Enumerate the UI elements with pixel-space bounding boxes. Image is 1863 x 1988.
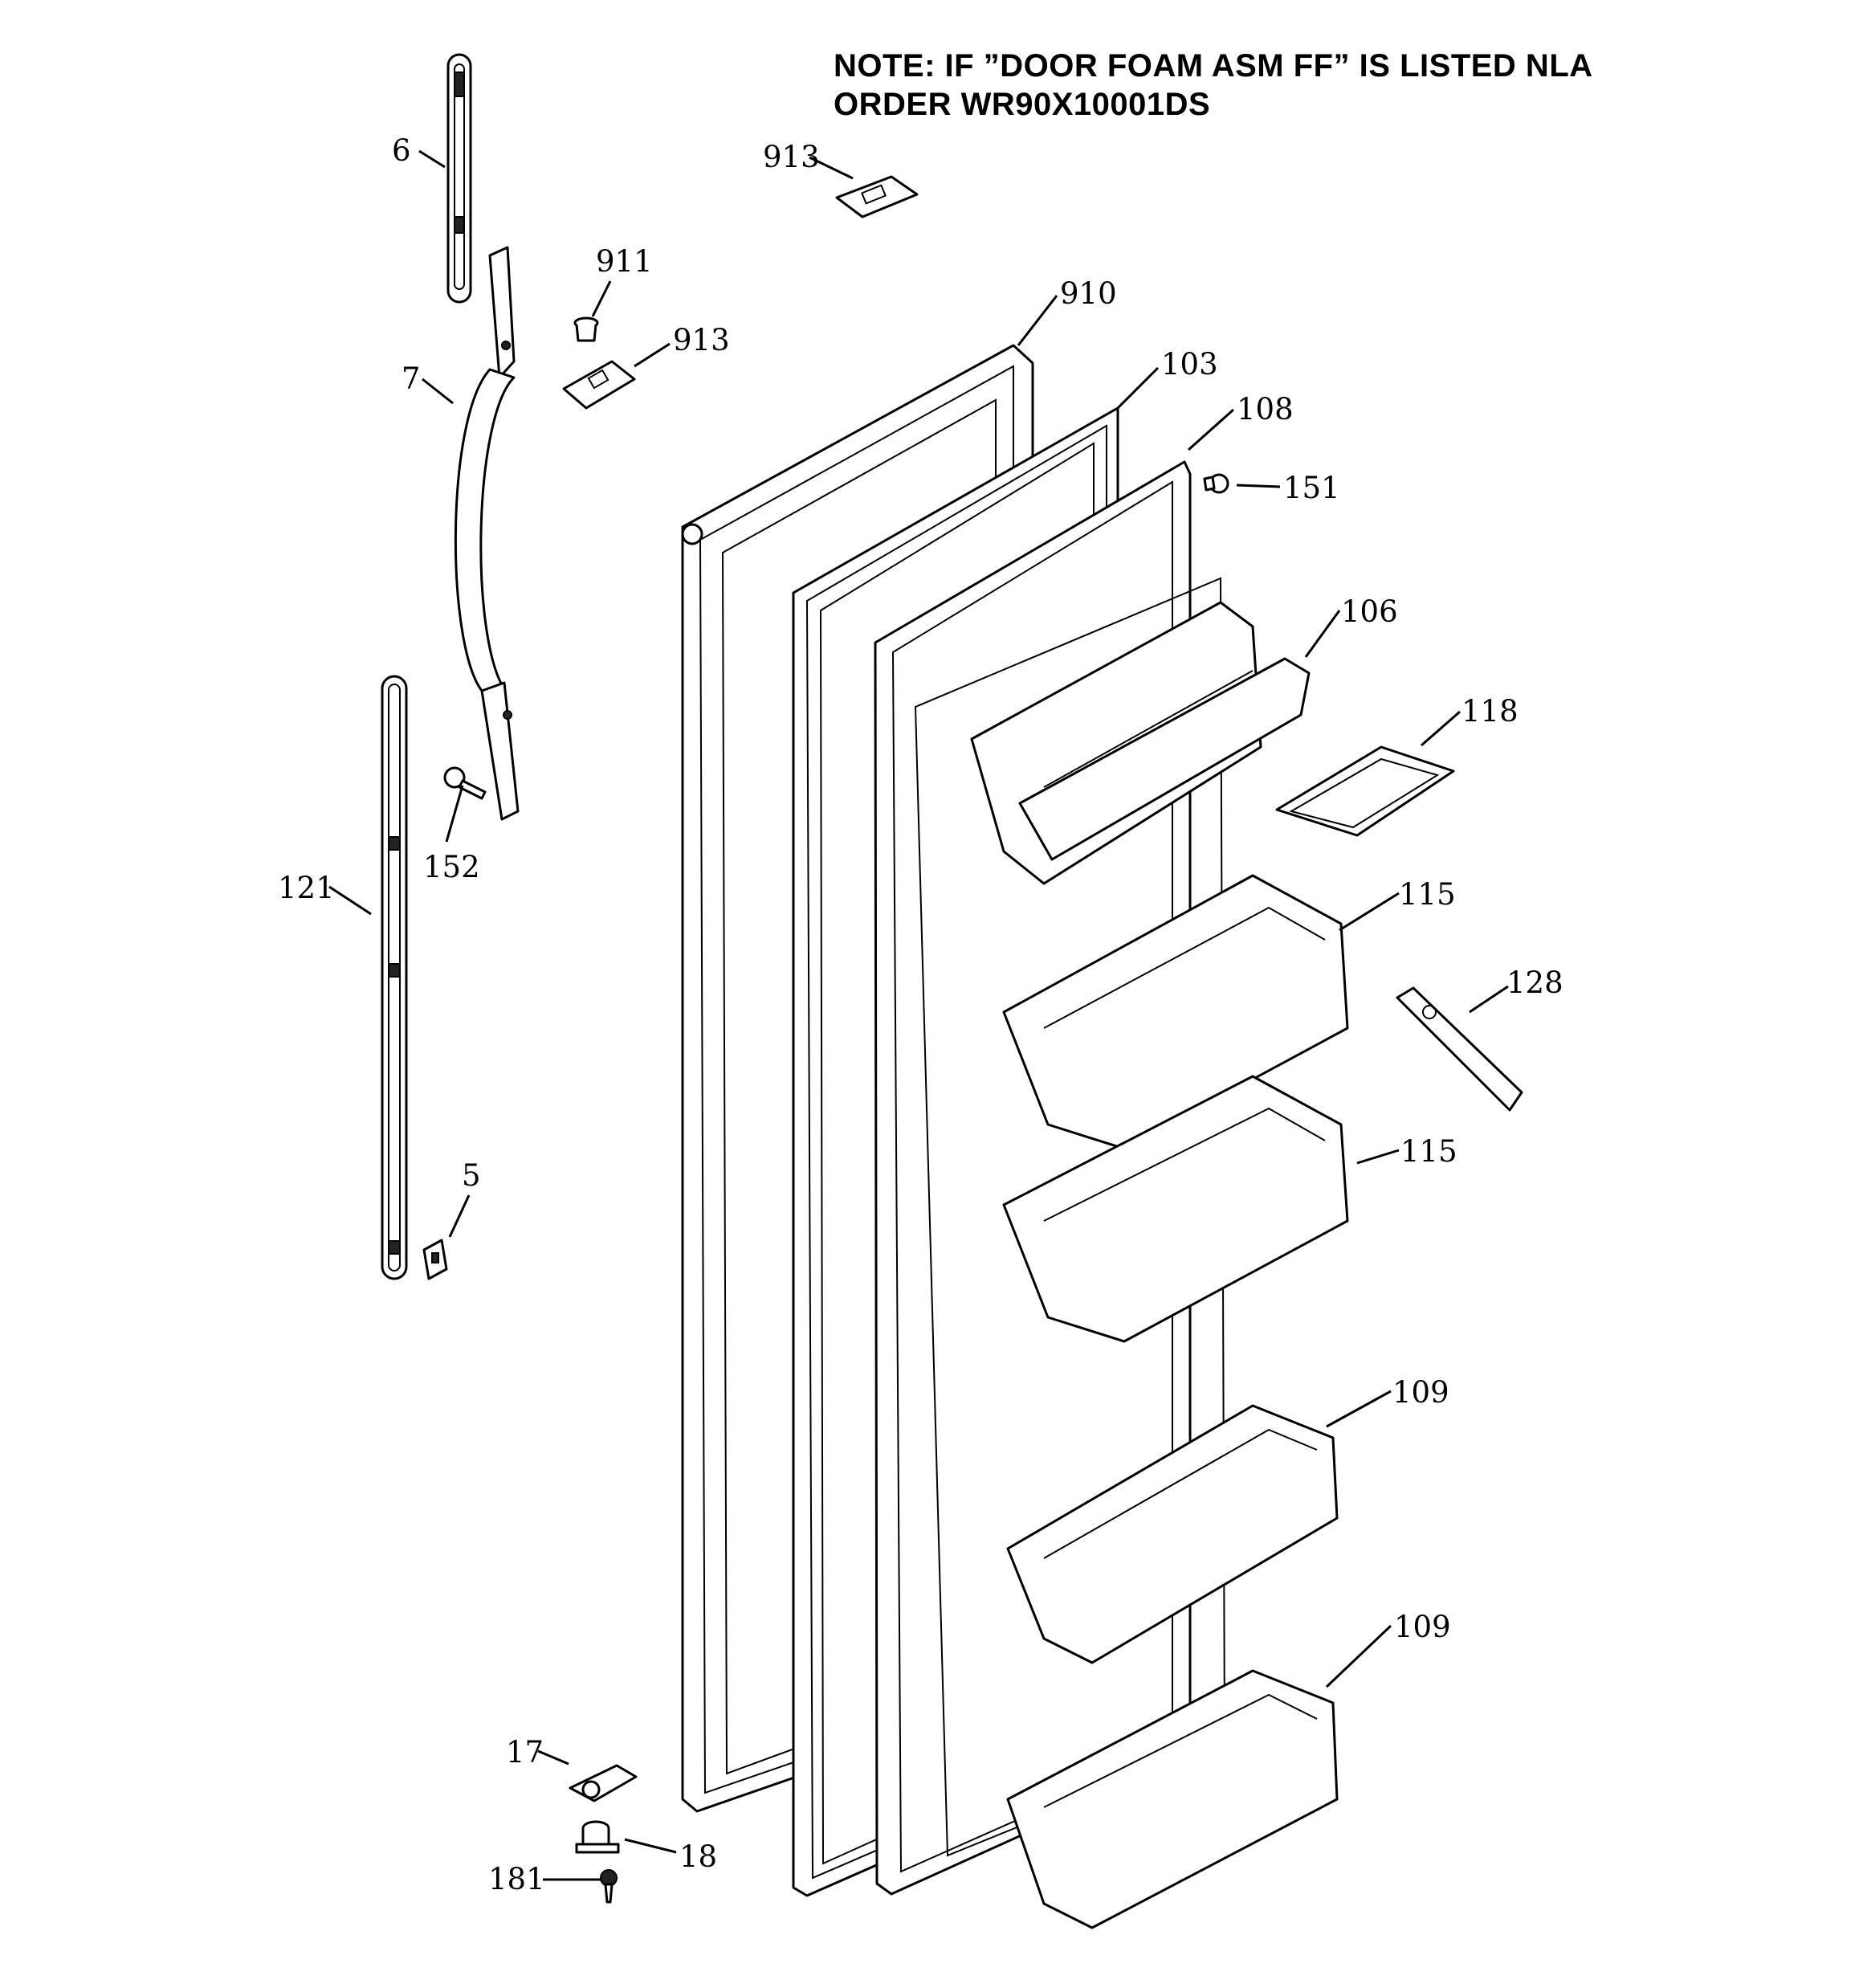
part-181-screw[interactable] xyxy=(600,1869,618,1904)
part-6-handle-trim[interactable] xyxy=(446,53,472,304)
part-18-hinge-bushing[interactable] xyxy=(575,1820,620,1854)
part-152-screw[interactable] xyxy=(443,766,487,800)
part-115-bin-lower[interactable] xyxy=(1002,1075,1349,1343)
part-7-handle[interactable] xyxy=(454,246,520,821)
callout-911: 911 xyxy=(596,244,653,279)
part-121-trim[interactable] xyxy=(381,675,408,1280)
part-109-shelf-lower[interactable] xyxy=(1006,1669,1339,1929)
part-128-bracket[interactable] xyxy=(1396,986,1523,1112)
part-106-dairy-door[interactable] xyxy=(970,601,1311,885)
leader-lines xyxy=(328,149,1509,1881)
part-913-cover-lower[interactable] xyxy=(562,360,636,410)
callout-128: 128 xyxy=(1506,965,1563,1000)
callout-109-upper: 109 xyxy=(1392,1375,1449,1410)
callout-108: 108 xyxy=(1237,392,1294,427)
callout-913-upper: 913 xyxy=(763,140,820,174)
callout-152: 152 xyxy=(423,850,480,884)
callout-109-lower: 109 xyxy=(1394,1610,1451,1644)
note-line-1: NOTE: IF ”DOOR FOAM ASM FF” IS LISTED NL… xyxy=(834,48,1593,84)
parts-note: NOTE: IF ”DOOR FOAM ASM FF” IS LISTED NL… xyxy=(834,47,1593,124)
callout-5: 5 xyxy=(462,1158,481,1193)
callout-121: 121 xyxy=(278,871,335,905)
part-118-tray[interactable] xyxy=(1275,745,1455,837)
part-151-screw[interactable] xyxy=(1203,473,1229,494)
callout-6: 6 xyxy=(392,133,411,168)
part-115-bin-upper[interactable] xyxy=(1002,874,1349,1150)
callout-181: 181 xyxy=(488,1862,545,1896)
part-5-clip[interactable] xyxy=(422,1239,448,1280)
callout-118: 118 xyxy=(1461,694,1519,729)
part-17-hinge-plate[interactable] xyxy=(569,1764,638,1802)
part-913-cover-upper[interactable] xyxy=(835,175,919,218)
callout-labels: 6 7 121 152 5 911 913 913 910 103 108 15… xyxy=(278,133,1563,1896)
callout-18: 18 xyxy=(679,1839,717,1874)
note-line-2: ORDER WR90X10001DS xyxy=(834,87,1211,122)
callout-106: 106 xyxy=(1341,594,1398,629)
callout-115-upper: 115 xyxy=(1399,877,1456,912)
callout-913-lower: 913 xyxy=(673,323,730,357)
callout-115-lower: 115 xyxy=(1400,1134,1457,1169)
callout-103: 103 xyxy=(1161,347,1218,382)
callout-910: 910 xyxy=(1060,276,1117,311)
callout-7: 7 xyxy=(402,361,421,396)
callout-151: 151 xyxy=(1283,471,1340,505)
part-109-shelf-upper[interactable] xyxy=(1006,1404,1339,1664)
part-911-plug[interactable] xyxy=(573,316,599,342)
callout-17: 17 xyxy=(506,1735,544,1770)
